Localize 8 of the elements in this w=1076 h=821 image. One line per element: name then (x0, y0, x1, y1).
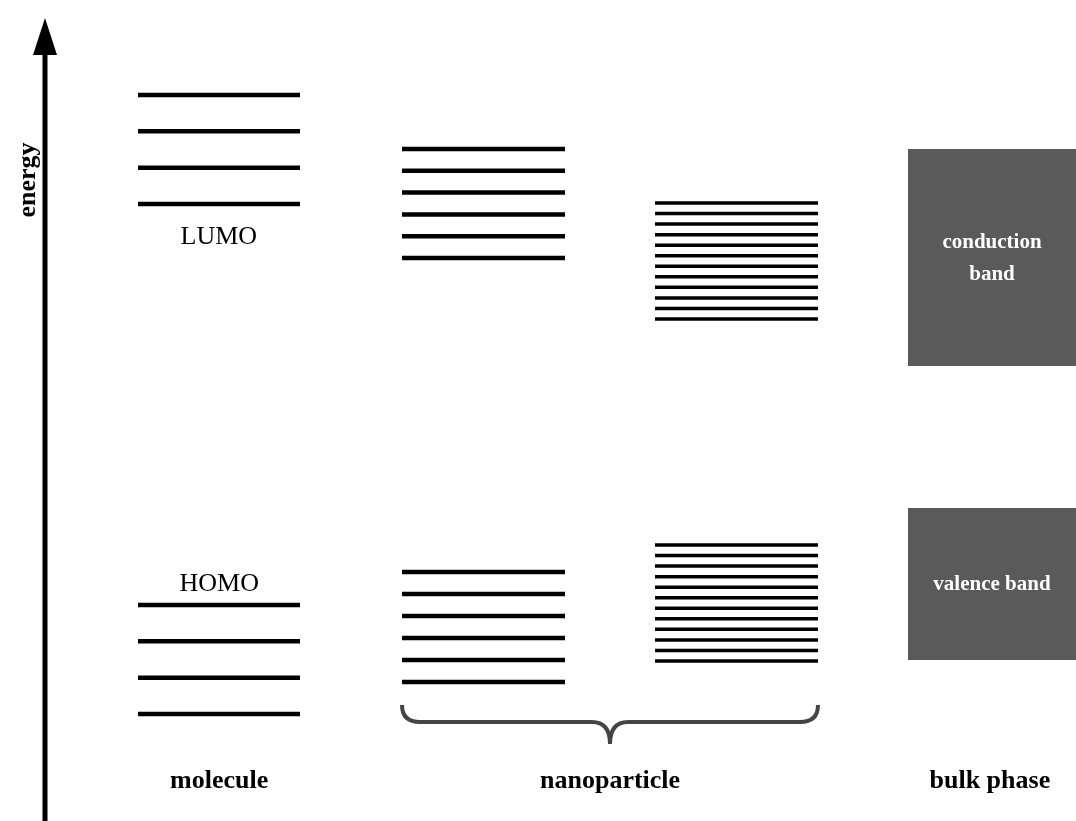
column-label: bulk phase (929, 765, 1051, 795)
level-label: HOMO (179, 568, 259, 598)
level-label: LUMO (180, 221, 258, 251)
energy-band: conduction band (908, 149, 1076, 366)
axis-label: energy (11, 142, 42, 218)
column-label: molecule (170, 765, 269, 795)
energy-band: valence band (908, 508, 1076, 660)
column-label: nanoparticle (540, 765, 681, 795)
